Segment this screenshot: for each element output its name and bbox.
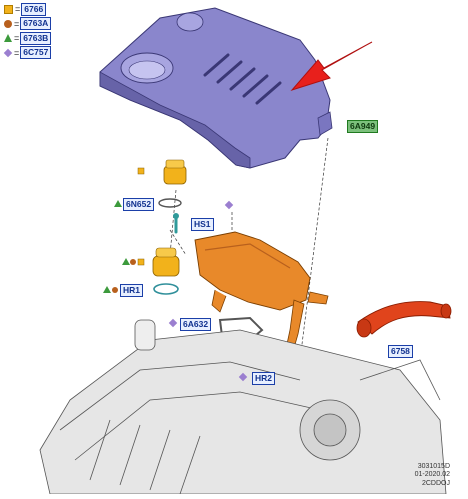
purple-diamond-icon — [3, 48, 13, 57]
callout-breather-hose: 6758 — [388, 345, 413, 358]
oil-filler-cap — [163, 159, 187, 185]
legend-item: = 6766 — [4, 2, 51, 17]
legend-code: 6763A — [20, 17, 52, 31]
callout-hose-clamp: HS1 — [191, 218, 214, 231]
leader-lines — [169, 137, 329, 361]
breather-hose — [356, 301, 452, 338]
oil-cap-lower — [152, 247, 180, 277]
footer-reference: 3031015D 01-2020.02 2CDDOJ — [415, 463, 450, 489]
legend-item: = 6C757 — [3, 46, 52, 61]
legend-code: 6763B — [20, 31, 52, 45]
legend-item: = 6763A — [4, 17, 52, 32]
green-triangle-icon — [4, 34, 12, 43]
callout-oil-ring: HR1 — [120, 284, 144, 297]
footer-line3: 2CDDOJ — [421, 479, 450, 487]
legend-item: = 6763B — [4, 31, 52, 46]
callout-oil-cap-seal: 6N652 — [123, 198, 155, 211]
engine-block — [39, 319, 447, 495]
callout-symbols — [103, 167, 248, 382]
footer-line1: 3031015D — [417, 462, 450, 470]
legend: = 6766 = 6763A = 6763B = 6C757 — [3, 2, 52, 61]
oil-separator — [194, 231, 329, 363]
callout-engine-cover: 6A949 — [347, 120, 379, 133]
oil-cap-seal — [158, 198, 182, 208]
brown-circle-icon — [4, 19, 12, 28]
oil-ring — [153, 283, 179, 295]
legend-code: 6766 — [21, 2, 47, 16]
engine-cover — [99, 7, 333, 169]
footer-line2: 01-2020.02 — [414, 471, 450, 478]
legend-code: 6C757 — [20, 46, 52, 60]
hose-clamp — [173, 213, 179, 234]
yellow-square-icon — [4, 4, 13, 14]
callout-gasket: 6A632 — [180, 318, 212, 331]
callout-lower-ring: HR2 — [252, 372, 276, 385]
red-arrow-icon — [290, 41, 373, 92]
